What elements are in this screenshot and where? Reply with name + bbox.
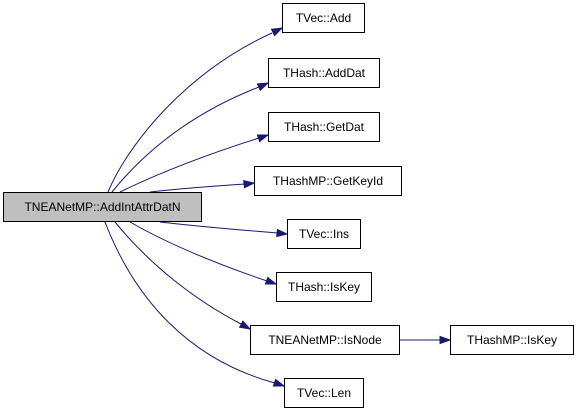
node-label: THash::AddDat [282,66,366,80]
node-thash-iskey[interactable]: THash::IsKey [276,272,372,302]
edge-root-to-thashmp-getkeyid [149,183,246,193]
arrowhead-icon [270,27,284,37]
node-tvec-ins[interactable]: TVec::Ins [287,219,361,249]
arrowhead-icon [256,134,270,143]
node-thashmp-iskey[interactable]: THashMP::IsKey [450,325,574,355]
node-tneanetmp-isnode[interactable]: TNEANetMP::IsNode [250,325,400,355]
node-label: TVec::Ins [298,227,350,241]
node-tvec-add[interactable]: TVec::Add [282,3,365,33]
node-label: THashMP::IsKey [466,333,558,347]
node-thash-adddat[interactable]: THash::AddDat [268,58,380,88]
edge-root-to-tvec-len [104,221,276,384]
arrowhead-icon [256,82,270,92]
arrowhead-icon [276,228,289,238]
node-thashmp-getkeyid[interactable]: THashMP::GetKeyId [254,166,402,196]
node-label: THashMP::GetKeyId [272,174,384,188]
edge-root-to-thash-getdat [119,137,260,193]
edge-root-to-tvec-add [107,32,273,193]
arrowhead-icon [264,276,278,285]
arrowhead-icon [238,320,252,330]
node-label: THash::GetDat [283,120,365,134]
node-label: TVec::Len [296,386,352,400]
node-label: THash::IsKey [287,280,361,294]
edge-root-to-thash-adddat [111,86,260,193]
edge-root-to-thash-iskey [129,221,268,282]
node-label: TVec::Add [295,11,352,25]
node-thash-getdat[interactable]: THash::GetDat [268,112,380,142]
edge-root-to-tvec-ins [159,221,279,234]
node-label: TNEANetMP::IsNode [268,333,382,347]
node-tneanetmp-addintattrdatn[interactable]: TNEANetMP::AddIntAttrDatN [3,192,202,222]
arrowhead-icon [243,180,256,189]
arrowhead-icon [272,378,286,387]
edge-root-to-tneanetmp-isnode [114,221,242,325]
node-label: TNEANetMP::AddIntAttrDatN [24,200,181,214]
node-tvec-len[interactable]: TVec::Len [284,378,364,408]
arrowhead-icon [439,335,452,345]
